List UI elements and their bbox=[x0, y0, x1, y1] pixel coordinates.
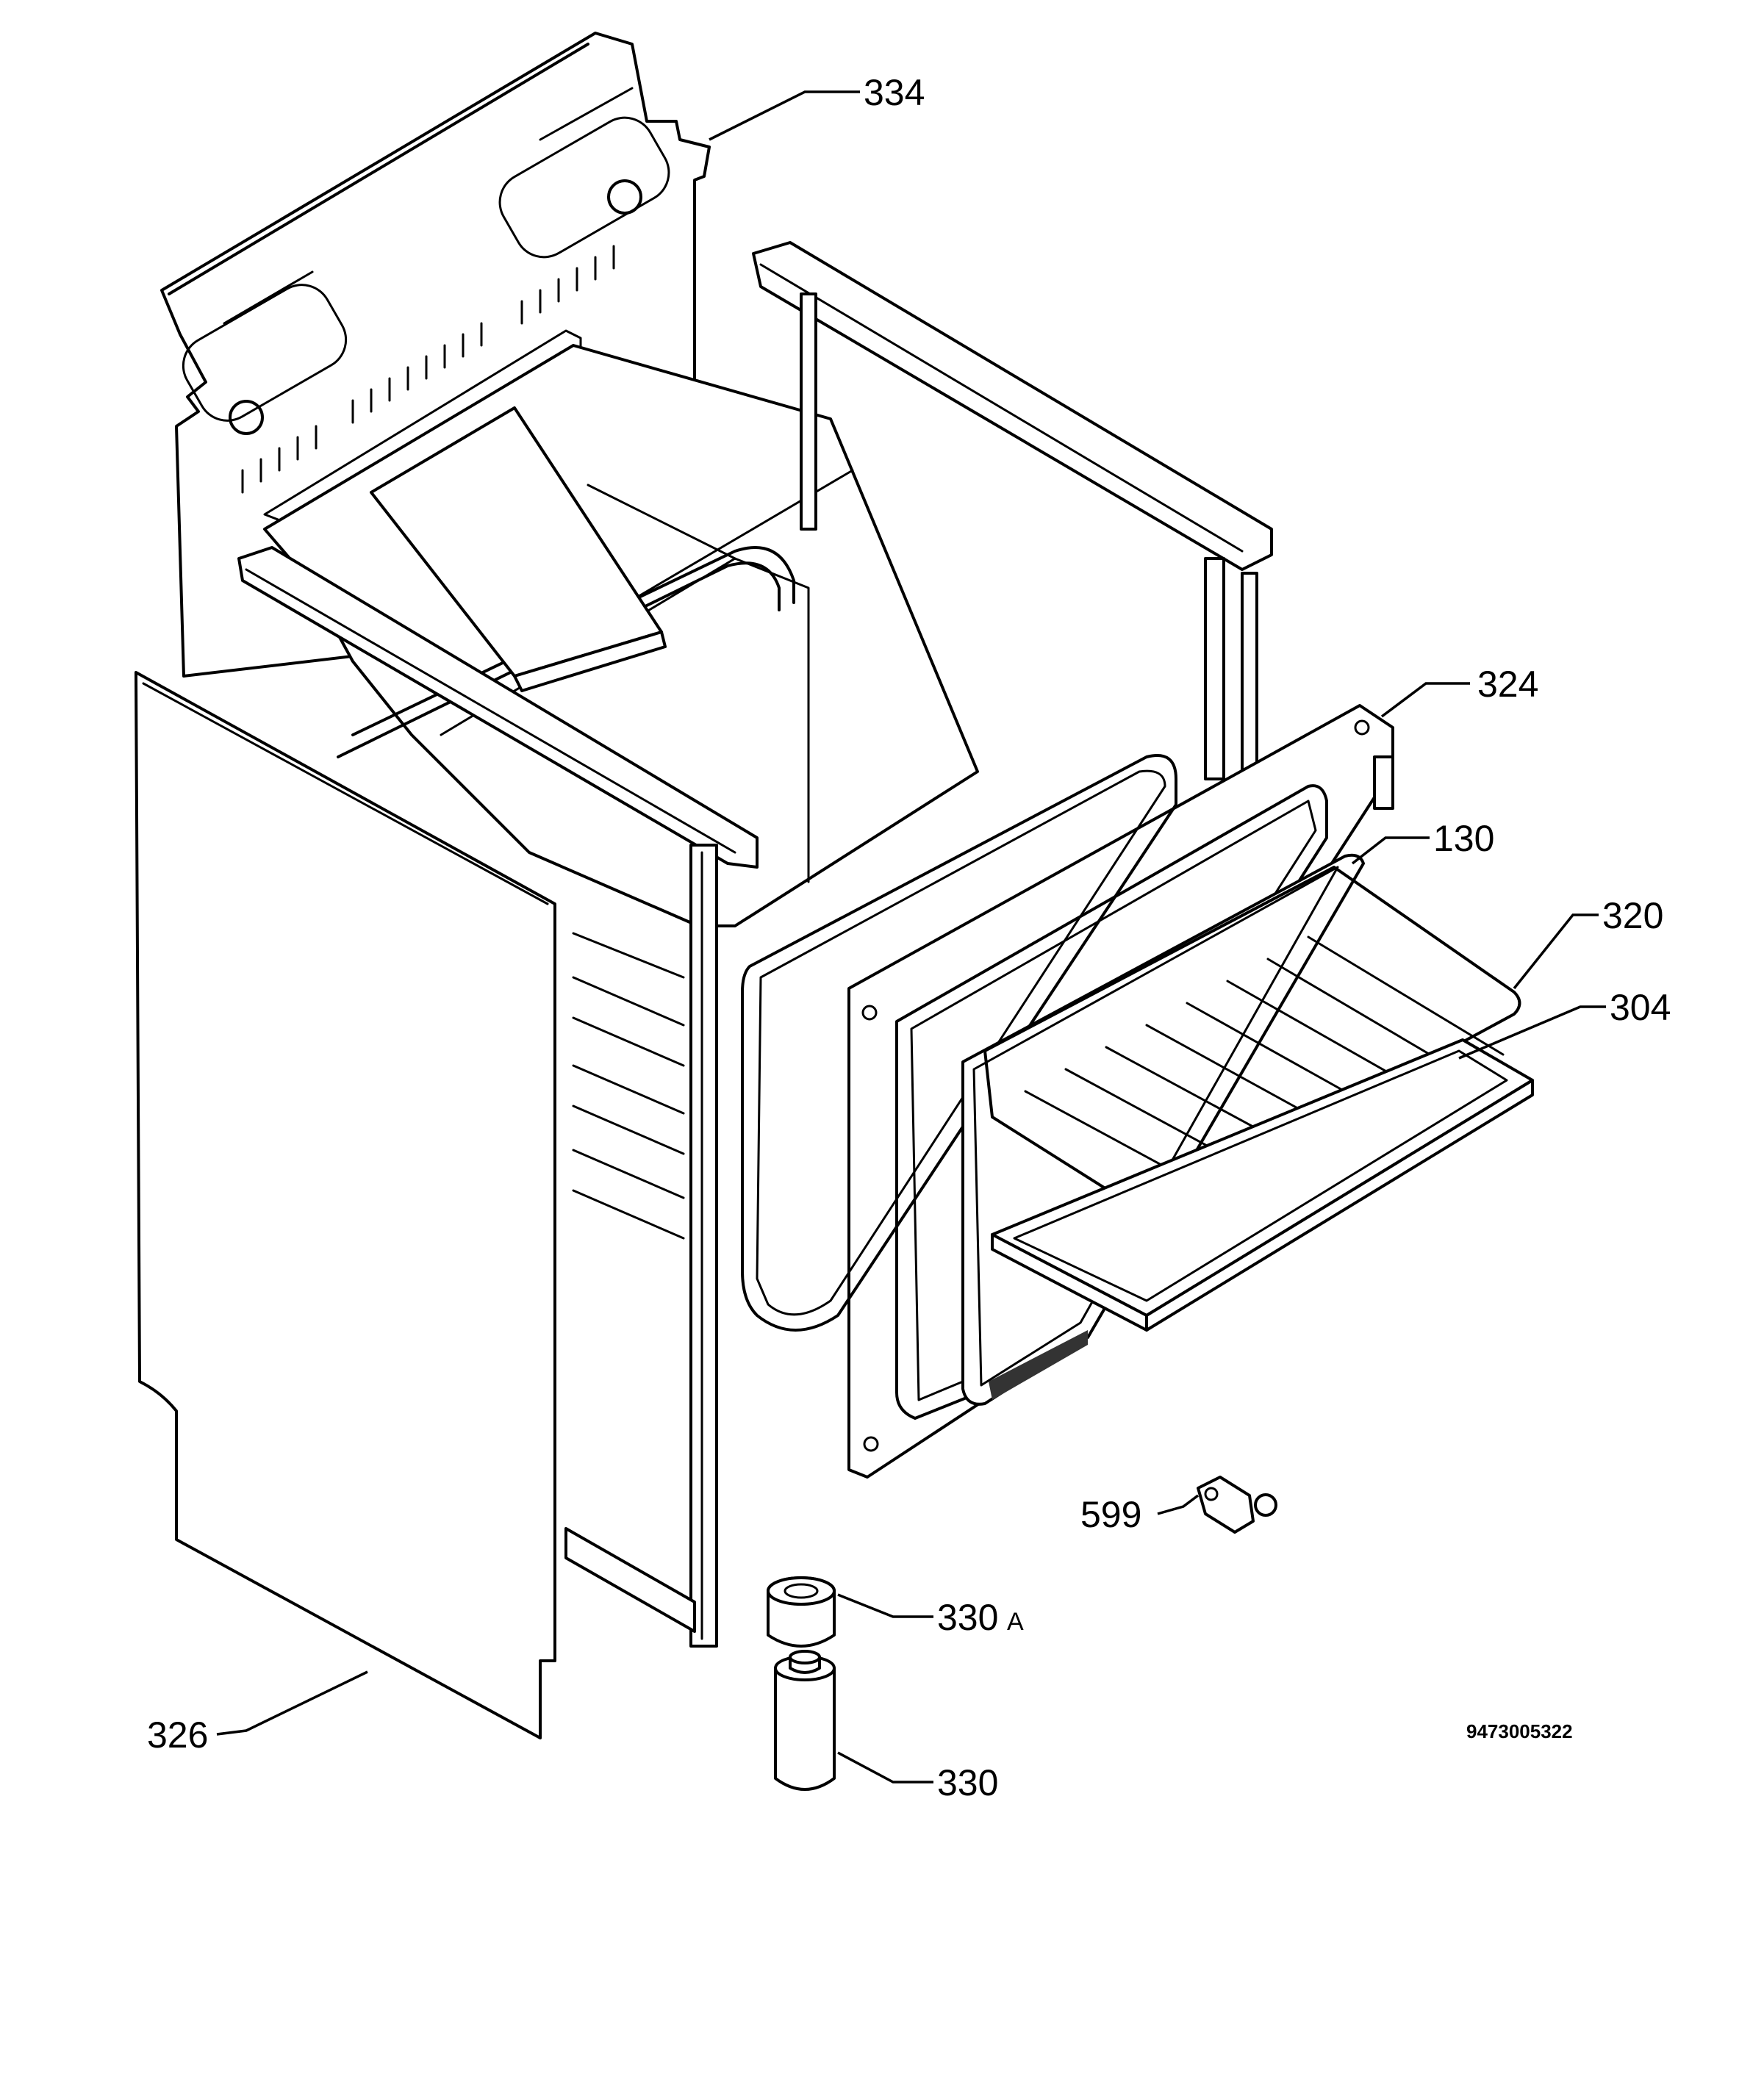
callout-labels: 334 324 130 320 304 599 330 A 330 326 94… bbox=[147, 72, 1671, 1803]
oven-cavity bbox=[263, 344, 979, 1240]
leader-304 bbox=[1458, 1005, 1606, 1060]
callout-130: 130 bbox=[1433, 818, 1494, 859]
callout-330a-number: 330 bbox=[937, 1597, 998, 1638]
leader-334 bbox=[709, 90, 860, 141]
callout-330a-suffix: A bbox=[1007, 1608, 1024, 1636]
part-326-side-panel bbox=[135, 671, 556, 1739]
callout-320: 320 bbox=[1602, 895, 1663, 936]
document-number: 9473005322 bbox=[1466, 1720, 1573, 1742]
leader-lines bbox=[216, 90, 1606, 1784]
oven-door-gasket bbox=[741, 754, 1177, 1332]
part-599-elbow-fitting bbox=[1197, 1476, 1277, 1534]
callout-599: 599 bbox=[1080, 1494, 1141, 1535]
leader-330 bbox=[837, 1751, 933, 1784]
left-frame-rail bbox=[237, 546, 759, 1648]
leader-320 bbox=[1513, 913, 1599, 990]
callout-324: 324 bbox=[1477, 664, 1538, 705]
part-304-baking-tray bbox=[991, 1038, 1534, 1332]
leader-330a bbox=[837, 1593, 933, 1618]
callout-304: 304 bbox=[1610, 987, 1671, 1028]
right-frame-rail bbox=[752, 241, 1273, 780]
part-330-foot-tall bbox=[774, 1650, 836, 1791]
leader-326 bbox=[216, 1670, 368, 1736]
part-330a-foot-short bbox=[767, 1576, 836, 1648]
leader-130 bbox=[1351, 836, 1430, 865]
callout-330: 330 bbox=[937, 1762, 998, 1803]
callout-326: 326 bbox=[147, 1714, 208, 1756]
leader-324 bbox=[1380, 682, 1470, 718]
callout-334: 334 bbox=[864, 72, 925, 113]
leader-599 bbox=[1157, 1494, 1200, 1515]
